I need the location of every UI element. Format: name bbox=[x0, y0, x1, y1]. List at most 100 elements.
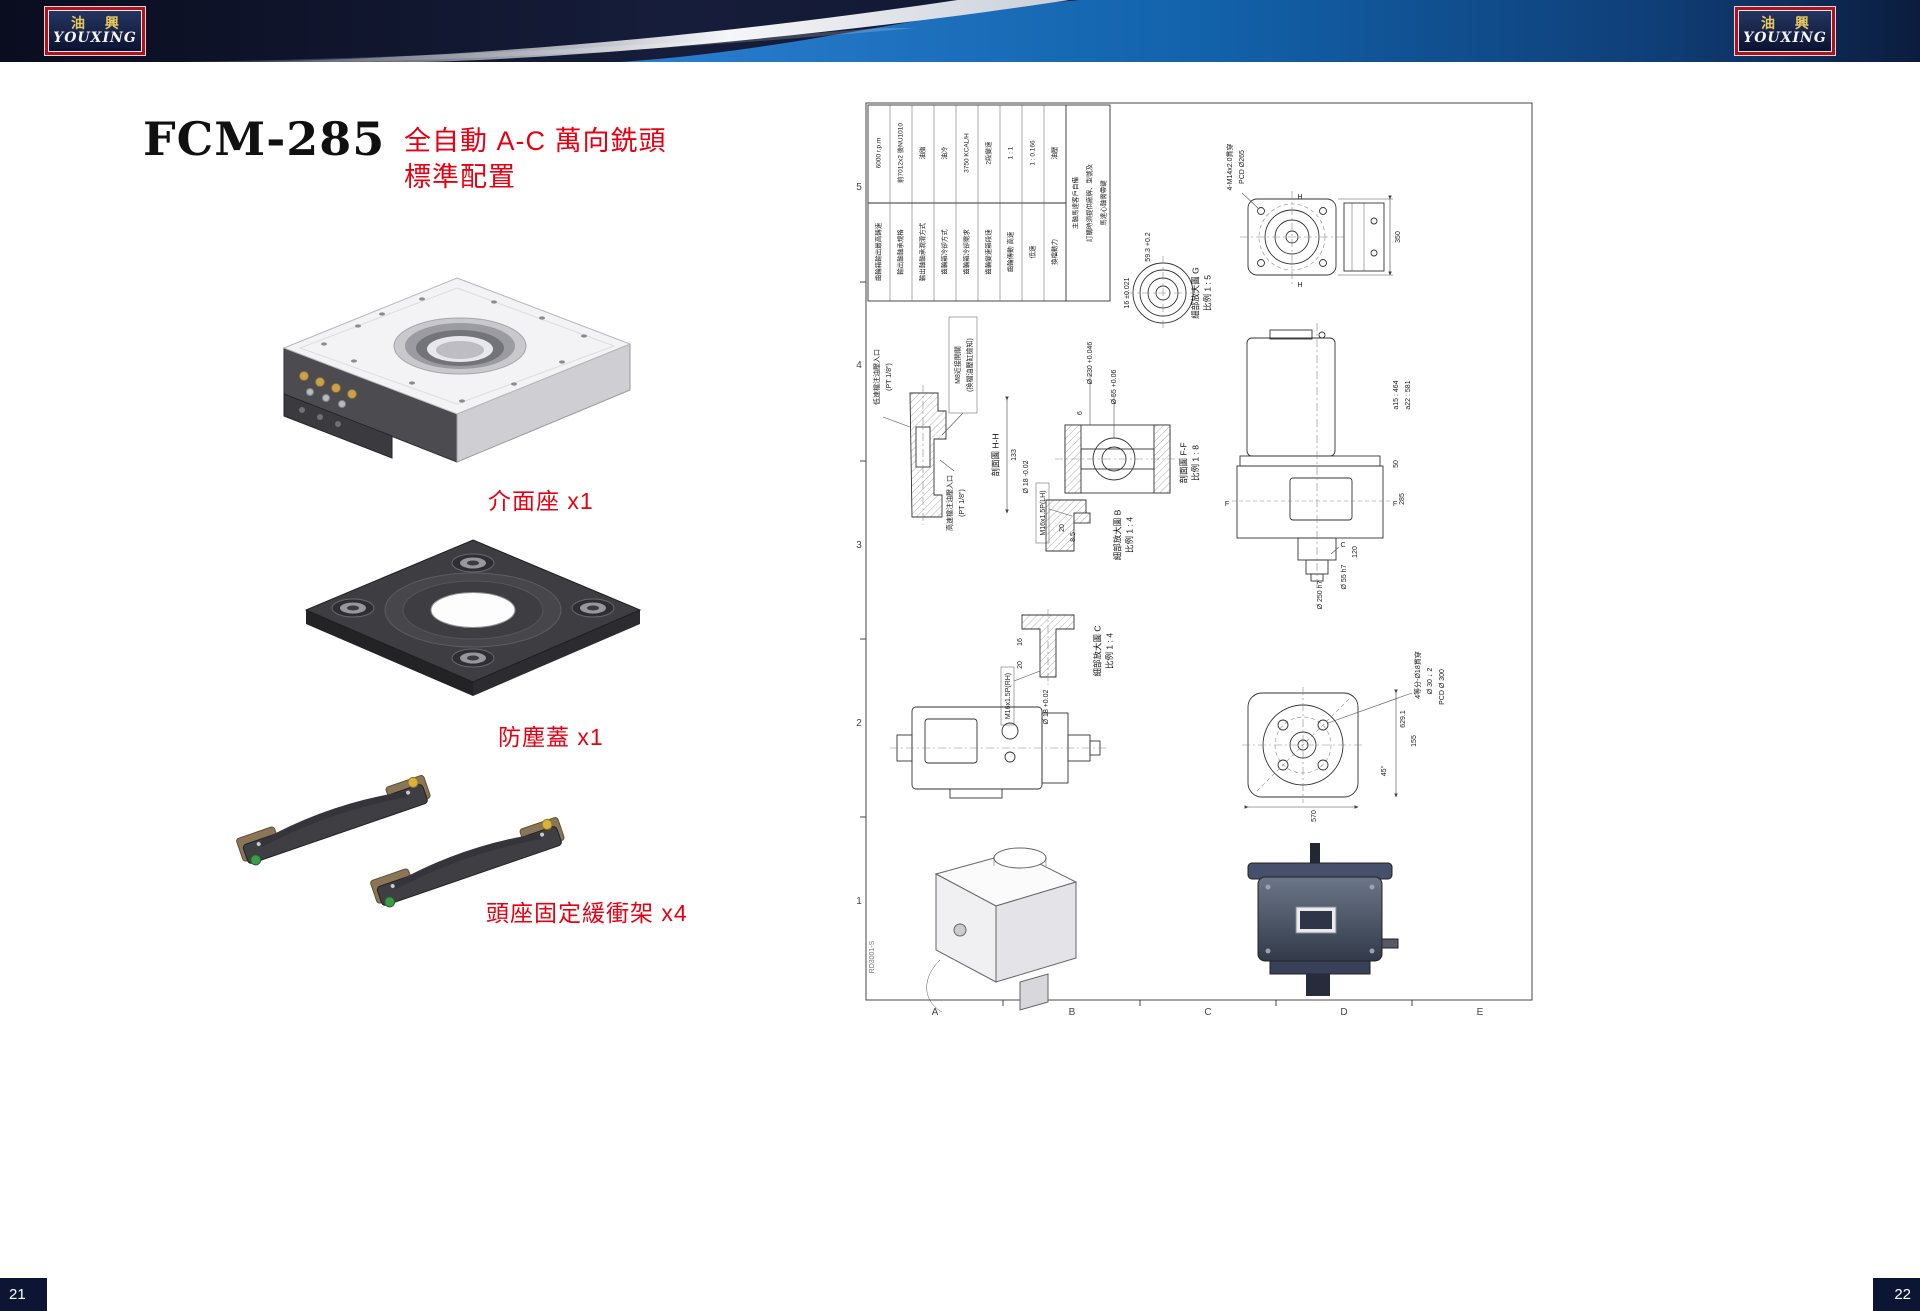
spec-label-0: 齒輪箱輸出最高轉速 bbox=[874, 222, 883, 281]
caption-buffer-brackets: 頭座固定緩衝架 x4 bbox=[486, 900, 688, 926]
dim-570: 570 bbox=[1311, 810, 1318, 822]
dim-20-c: 20 bbox=[1017, 661, 1024, 669]
banner-silver-swoosh bbox=[250, 0, 1070, 62]
model-subtitle: 全自動 A-C 萬向銑頭 標準配置 bbox=[404, 124, 667, 195]
dim-18-lh: Ø 18 -0.02 bbox=[1023, 460, 1030, 493]
brand-name-chinese: 油 興 bbox=[1761, 14, 1817, 31]
flange-top-view: 350 4-M14x2.0貫穿 PCD Ø265 H H bbox=[1225, 143, 1402, 288]
dim-16-c: 16 bbox=[1017, 638, 1024, 646]
section-view-hh: 低速檔注油壓入口 (PT 1/8") M8近接開關 (換檔油壓缸檢知) 高速檔注… bbox=[872, 316, 1018, 531]
grid-col-e: E bbox=[1477, 1007, 1484, 1018]
label-pcd265-a: 4-M14x2.0貫穿 bbox=[1225, 143, 1234, 190]
dim-a15-464: a15 : 464 bbox=[1393, 380, 1400, 409]
view-ff-scale: 比例 1 : 8 bbox=[1190, 445, 1200, 481]
dust-cover-image bbox=[288, 530, 658, 750]
head-horizontal-elevation bbox=[890, 706, 1108, 799]
spec-value-4: 3750 KCAL/H bbox=[964, 133, 971, 173]
drawing-frame: 5 4 3 2 1 A B C D E RD3001-S bbox=[856, 102, 1533, 1018]
view-c-scale: 比例 1 : 4 bbox=[1104, 633, 1114, 669]
dim-120: 120 bbox=[1352, 546, 1359, 558]
grid-row-1: 1 bbox=[856, 896, 862, 907]
spec-table: 6000 r.p.m 前7012x2 後NU1010 油脂 油冷 3750 KC… bbox=[867, 104, 1111, 302]
dim-133: 133 bbox=[1011, 449, 1018, 461]
dim-629-1: 629.1 bbox=[1400, 710, 1407, 728]
grid-col-d: D bbox=[1340, 1007, 1347, 1018]
label-pcd265-b: PCD Ø265 bbox=[1239, 150, 1246, 184]
buffer-brackets-image bbox=[225, 750, 595, 955]
dim-55: Ø 55 +0.06 bbox=[1111, 369, 1118, 404]
pictorial-shaded-view bbox=[1247, 843, 1399, 996]
head-bottom-face-view: 629.1 155 45° 570 4等分-Ø18貫穿 Ø 30 ↓ 2 PCD… bbox=[1242, 651, 1446, 822]
brand-logo-left: 油 興 YOUXING bbox=[45, 7, 145, 55]
spec-label-4: 齒輪箱冷卻需求 bbox=[962, 229, 971, 275]
spec-value-7: 1 : 0.166 bbox=[1030, 140, 1037, 166]
spec-label-5: 齒輪變速箱段速 bbox=[984, 229, 993, 275]
top-banner bbox=[0, 0, 1920, 62]
callout-high-speed-oil-sub: (PT 1/8") bbox=[959, 489, 966, 517]
brand-name-chinese: 油 興 bbox=[71, 14, 127, 31]
spec-value-1: 前7012x2 後NU1010 bbox=[896, 123, 905, 183]
marker-f2: F bbox=[1393, 501, 1397, 508]
doc-number: RD3001-S bbox=[869, 940, 876, 973]
marker-h2: H bbox=[1297, 282, 1302, 289]
brand-logo-right: 油 興 YOUXING bbox=[1735, 7, 1835, 55]
spec-value-2: 油脂 bbox=[918, 146, 927, 160]
thread-m16-lh: M16x1.5P(LH) bbox=[1040, 490, 1047, 535]
dim-285: 285 bbox=[1399, 493, 1406, 505]
view-ff-title: 剖面圖 F-F bbox=[1178, 442, 1188, 483]
callout-low-speed-oil-sub: (PT 1/8") bbox=[886, 363, 893, 391]
spec-value-3: 油冷 bbox=[940, 146, 949, 160]
page-number-right: 22 bbox=[1873, 1278, 1920, 1311]
caption-dust-cover: 防塵蓋 x1 bbox=[498, 724, 604, 750]
head-side-elevation: F F C a15 : 464 a22 : 581 50 285 120 Ø 5… bbox=[1225, 323, 1412, 609]
spec-value-6: 1 : 1 bbox=[1008, 146, 1015, 159]
dim-155: 155 bbox=[1411, 735, 1418, 747]
spec-value-5: 2段變速 bbox=[984, 141, 993, 165]
marker-c1: C bbox=[1340, 542, 1345, 549]
spec-value-8: 油壓 bbox=[1050, 146, 1059, 160]
callout-m8-switch-sub: (換檔油壓缸檢知) bbox=[965, 338, 974, 392]
dim-350: 350 bbox=[1395, 231, 1402, 243]
view-c-title: 細部放大圖 C bbox=[1092, 625, 1102, 676]
view-b-scale: 比例 1 : 4 bbox=[1124, 517, 1134, 553]
dim-59-3: 59.3 +0.2 bbox=[1145, 232, 1152, 261]
grid-row-5: 5 bbox=[856, 182, 862, 193]
grid-col-b: B bbox=[1069, 1007, 1076, 1018]
view-b-title: 細部放大圖 B bbox=[1112, 509, 1122, 560]
spec-label-6: 齒輪傳動 高速 bbox=[1006, 231, 1015, 272]
view-hh-title: 剖面圖 H-H bbox=[990, 434, 1000, 477]
callout-m8-switch: M8近接開關 bbox=[953, 346, 962, 384]
banner-blue-sweep bbox=[620, 0, 1920, 62]
page-number-left: 21 bbox=[0, 1278, 47, 1311]
banner-highlight-streak bbox=[180, 28, 915, 62]
subtitle-line-2: 標準配置 bbox=[404, 161, 516, 192]
marker-h1: H bbox=[1297, 194, 1302, 201]
detail-view-c: 16 20 M16x1.5P(RH) Ø 18 +0.02 細部放大圖 C 比例… bbox=[1000, 609, 1114, 726]
spec-label-7: 低速 bbox=[1028, 245, 1037, 259]
dim-20-b: 20 bbox=[1059, 524, 1066, 532]
brand-name-english: YOUXING bbox=[53, 30, 137, 46]
grid-col-c: C bbox=[1204, 1007, 1211, 1018]
pictorial-line-view bbox=[926, 847, 1078, 1013]
brand-name-english: YOUXING bbox=[1743, 30, 1827, 46]
grid-row-4: 4 bbox=[856, 360, 862, 371]
dim-8-5: 8.5 bbox=[1070, 532, 1077, 542]
caption-interface-seat: 介面座 x1 bbox=[488, 488, 594, 514]
spec-label-8: 換檔動力 bbox=[1050, 239, 1059, 265]
dim-6: 6 bbox=[1077, 411, 1084, 415]
motor-note-3: 馬達心軸需帶鍵 bbox=[1099, 180, 1108, 226]
motor-note-2: 訂購時須提供廠牌、型號及 bbox=[1085, 164, 1094, 243]
model-title: FCM-285 bbox=[143, 112, 386, 166]
interface-seat-image bbox=[262, 266, 652, 511]
label-four-18: 4等分-Ø18貫穿 bbox=[1413, 651, 1422, 698]
label-pcd300: PCD Ø 300 bbox=[1439, 669, 1446, 705]
callout-high-speed-oil: 高速檔注油壓入口 bbox=[945, 475, 954, 531]
dim-16-tol: 16 ±0.021 bbox=[1124, 277, 1131, 308]
section-view-ff: Ø 230 +0.046 Ø 55 +0.06 6 剖面圖 F-F 比例 1 :… bbox=[1055, 342, 1200, 494]
dim-a22-581: a22 : 581 bbox=[1405, 380, 1412, 409]
dim-45deg: 45° bbox=[1380, 766, 1388, 777]
dim-18-rh: Ø 18 +0.02 bbox=[1043, 689, 1050, 724]
grid-col-a: A bbox=[932, 1007, 939, 1018]
thread-m16-rh: M16x1.5P(RH) bbox=[1005, 673, 1012, 719]
